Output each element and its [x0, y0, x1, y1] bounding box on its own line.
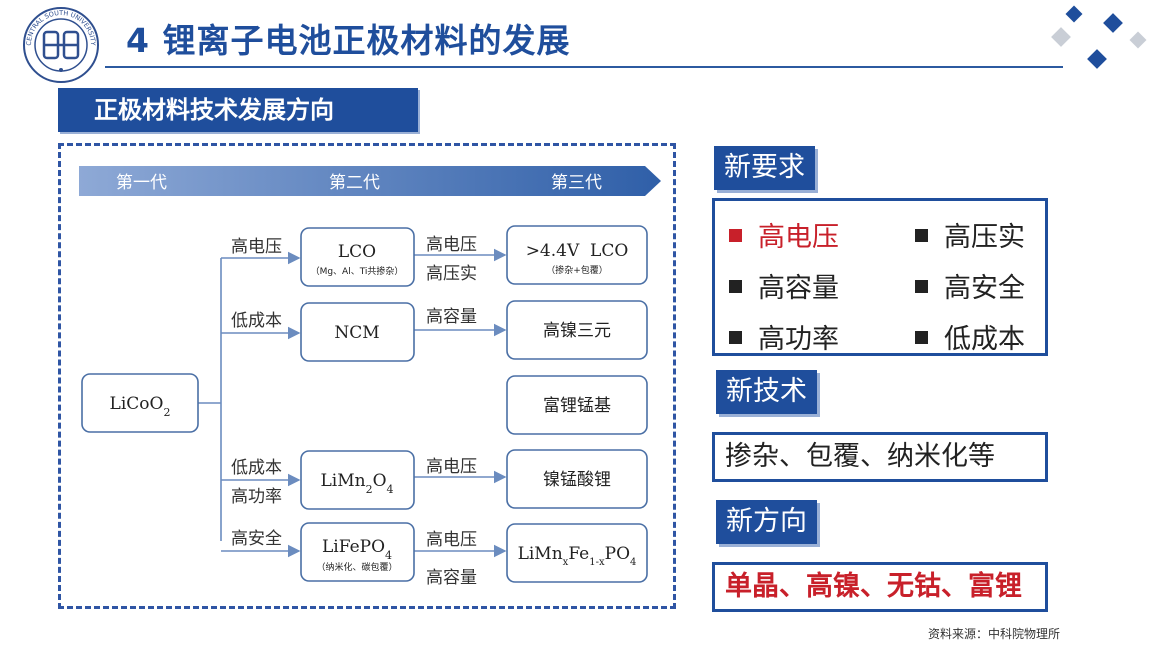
node-high-voltage-lco-sub: （掺杂+包覆）: [546, 264, 608, 276]
requirement-item: 高压实: [915, 215, 1025, 254]
requirements-box: 高电压 高压实 高容量 高安全 高功率 低成本: [712, 198, 1048, 356]
edge-label-high-safety: 高安全: [231, 529, 282, 549]
bullet-square-icon: [729, 280, 742, 293]
node-high-nickel: [506, 300, 648, 360]
diagram-frame: [58, 143, 676, 609]
node-lco-label: LCO: [338, 242, 376, 262]
evolution-diagram: 第一代 第二代 第三代 LiCoO2 LCO （Mg、Al、Ti共掺杂） NCM…: [79, 166, 661, 588]
edge-label-high-voltage-2: 高电压: [426, 235, 477, 255]
node-lnmo: [506, 449, 648, 509]
generation-arrow: [79, 166, 661, 196]
requirement-item: 高功率: [729, 317, 839, 356]
edge-label-high-capacity: 高容量: [426, 307, 477, 327]
node-high-voltage-lco-label: >4.4V LCO: [526, 241, 629, 261]
edge-label-high-voltage-3: 高电压: [426, 457, 477, 477]
node-lifepo4: [300, 522, 415, 582]
requirement-item: 高容量: [729, 266, 839, 305]
node-li-rich-mn-label: 富锂锰基: [543, 396, 611, 416]
requirements-heading: 新要求: [714, 146, 815, 190]
requirement-item: 低成本: [915, 317, 1025, 356]
node-lco: [300, 227, 415, 287]
bullet-square-icon: [915, 229, 928, 242]
node-lnmo-label: 镍锰酸锂: [543, 470, 611, 490]
direction-heading: 新方向: [716, 500, 817, 544]
node-ncm: [300, 302, 415, 362]
edge-label-high-density: 高压实: [426, 264, 477, 284]
node-lmfp: [506, 523, 648, 583]
edge-label-low-cost-2: 低成本: [231, 458, 282, 478]
generation-label-3: 第三代: [551, 173, 602, 193]
bullet-square-icon: [915, 280, 928, 293]
generation-label-1: 第一代: [116, 173, 167, 193]
direction-box: 单晶、高镍、无钴、富锂: [712, 562, 1048, 612]
node-ncm-label: NCM: [334, 323, 379, 343]
node-lmfp-label: LiMnxFe1-xPO4: [518, 544, 637, 568]
bullet-square-icon: [915, 331, 928, 344]
title-underline: [105, 66, 1063, 68]
edge-label-high-power: 高功率: [231, 487, 282, 507]
page-title: 4 锂离子电池正极材料的发展: [126, 21, 571, 60]
edge-label-low-cost: 低成本: [231, 311, 282, 331]
node-high-voltage-lco: [506, 225, 648, 285]
source-note: 资料来源：中科院物理所: [928, 627, 1061, 641]
bullet-square-icon: [729, 331, 742, 344]
node-high-nickel-label: 高镍三元: [543, 321, 611, 341]
node-licoo2: [81, 373, 199, 433]
node-lifepo4-sub: （纳米化、碳包覆）: [316, 561, 397, 573]
node-lco-sub: （Mg、Al、Ti共掺杂）: [311, 265, 404, 277]
technology-heading: 新技术: [716, 370, 817, 414]
node-li-rich-mn: [506, 375, 648, 435]
section-heading: 正极材料技术发展方向: [58, 88, 418, 132]
node-limn2o4: [300, 450, 415, 510]
edge-label-high-voltage: 高电压: [231, 237, 282, 257]
decoration-squares: [1051, 5, 1147, 69]
requirement-item: 高电压: [729, 215, 839, 254]
bullet-square-icon: [729, 229, 742, 242]
requirement-item: 高安全: [915, 266, 1025, 305]
technology-box: 掺杂、包覆、纳米化等: [712, 432, 1048, 482]
edge-label-high-voltage-4: 高电压: [426, 530, 477, 550]
edge-label-high-capacity-2: 高容量: [426, 568, 477, 588]
generation-label-2: 第二代: [329, 173, 380, 193]
university-logo: CENTRAL SOUTH UNIVERSITY: [23, 7, 99, 83]
